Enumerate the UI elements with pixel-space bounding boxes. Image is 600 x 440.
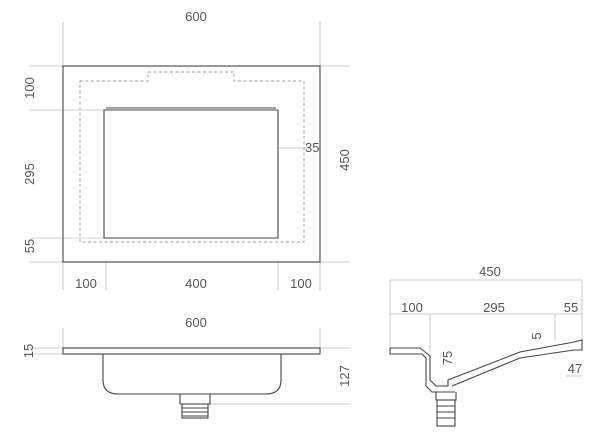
dim-top-width: 600 xyxy=(185,9,207,24)
dim-front-slab: 15 xyxy=(21,344,36,358)
dim-top-bowl-width: 400 xyxy=(185,276,207,291)
front-drain-neck xyxy=(179,394,211,405)
dim-side-bowl-depth: 75 xyxy=(440,351,455,365)
front-drain-body xyxy=(181,403,209,419)
side-drain-neck xyxy=(435,392,457,401)
dim-top-bottom-margin: 55 xyxy=(22,239,37,253)
front-basin xyxy=(102,354,282,395)
dim-top-depth: 450 xyxy=(337,149,352,171)
dim-front-width: 600 xyxy=(185,315,207,330)
dim-top-right-edge: 100 xyxy=(290,276,312,291)
dim-side-depth: 450 xyxy=(479,264,501,279)
side-drain-body xyxy=(436,399,456,427)
side-profile-lower xyxy=(389,348,455,393)
dim-side-back: 100 xyxy=(401,300,423,315)
side-profile xyxy=(390,339,583,387)
dim-side-front-height: 47 xyxy=(568,361,582,376)
dim-top-inset: 35 xyxy=(305,140,319,155)
dim-top-left-edge: 100 xyxy=(75,276,97,291)
top-view: 600 100 295 55 35 450 100 400 100 xyxy=(22,9,352,291)
dim-top-bowl-height: 295 xyxy=(22,163,37,185)
top-view-outline xyxy=(62,65,321,263)
front-view: 600 15 127 xyxy=(21,315,352,419)
dim-front-height: 127 xyxy=(337,365,352,387)
dim-side-slope: 5 xyxy=(529,332,544,339)
side-view: 450 100 295 55 5 75 47 xyxy=(389,264,583,427)
dim-side-bowl: 295 xyxy=(483,300,505,315)
underside-dashed-outline xyxy=(79,71,305,243)
basin-outline xyxy=(103,109,279,239)
dim-top-left-margin: 100 xyxy=(22,77,37,99)
dim-side-front: 55 xyxy=(564,300,578,315)
front-slab xyxy=(62,347,321,355)
